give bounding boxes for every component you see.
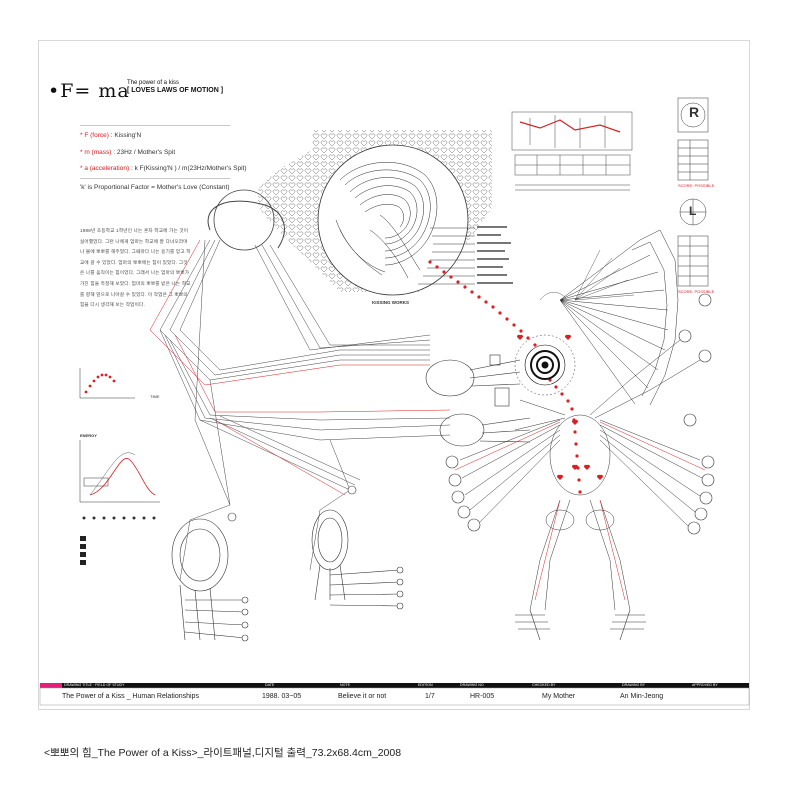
score-left-label: SCORE: POSSIBLE — [678, 289, 715, 294]
score-right-label: SCORE: POSSIBLE — [678, 183, 715, 188]
divider — [80, 178, 230, 179]
header-drawing-no: DRAWING NO — [460, 683, 484, 687]
header-title: DRAWING TITLE · FIELD OF STUDY — [64, 683, 125, 687]
title-formula: •F= ma — [48, 80, 130, 102]
face-contour-lines — [335, 162, 438, 279]
left-figure — [159, 189, 451, 581]
header-edition: EDITION — [418, 683, 433, 687]
header-drawing-by: DRAWING BY — [622, 683, 646, 687]
value-drawing-by: An Min-Jeong — [620, 693, 664, 700]
formula-mass: * m (mass) : 23Hz / Mother's Spit — [80, 149, 176, 156]
header-note: NOTE — [340, 683, 350, 687]
heart-markers — [516, 334, 604, 480]
story-text: 1988년 초등학교 1학년인 나는 혼자 학교에 가는 것이 싫어했었다. 그… — [80, 228, 191, 308]
mini-graph-axes — [79, 368, 160, 503]
kiss-trajectory — [428, 260, 582, 494]
right-chart-letter: R — [689, 104, 700, 120]
header-approved-by: APPROVED BY — [692, 683, 718, 687]
value-drawing-no: HR-005 — [470, 693, 495, 700]
left-chart-letter: L — [689, 204, 697, 218]
left-score-chart — [677, 198, 709, 287]
walking-people-icons — [82, 516, 156, 520]
left-feet-pads — [227, 485, 404, 642]
route-map — [511, 111, 633, 191]
value-edition: 1/7 — [425, 693, 435, 700]
left-feet — [171, 509, 401, 641]
time-axis-label: TIME — [150, 394, 160, 399]
value-note: Believe it or not — [338, 693, 387, 700]
footer-table — [39, 683, 750, 706]
center-hands — [425, 354, 531, 447]
kissing-works-label: KISSING WORKS — [372, 300, 410, 305]
right-feet — [515, 609, 646, 641]
drawing-info-table: DRAWING TITLE · FIELD OF STUDY DATE NOTE… — [40, 683, 749, 707]
proportional-note: 'k' is Proportional Factor = Mother's Lo… — [80, 184, 230, 191]
formula-acceleration: * a (acceleration) : k F(Kissing'N ) / m… — [80, 165, 247, 172]
leader-lines — [418, 227, 475, 285]
value-checked-by: My Mother — [542, 693, 576, 700]
kissing-works-circle — [317, 144, 469, 296]
header-checked-by: CHECKED BY — [532, 683, 556, 687]
mini-graph-dots — [84, 373, 116, 394]
artwork-caption: <뽀뽀의 힘_The Power of a Kiss>_라이트패널,디지털 출력… — [44, 747, 402, 759]
left-figure-red-lines — [149, 239, 451, 496]
formula-force: * F (force) : Kissing'N — [80, 132, 142, 139]
value-date: 1988. 03~05 — [262, 693, 302, 700]
header-date: DATE — [265, 683, 275, 687]
legend-icons — [80, 536, 86, 565]
fan-rays — [559, 229, 679, 406]
value-title: The Power of a Kiss _ Human Relationship… — [62, 693, 199, 700]
right-score-chart — [677, 97, 709, 181]
target-icon — [514, 334, 576, 396]
title-subtitle: The power of a kiss [ LOVES LAWS OF MOTI… — [127, 80, 224, 94]
energy-label: ENERGY — [80, 433, 97, 438]
right-figure — [459, 339, 703, 611]
right-figure-red — [454, 421, 706, 601]
divider — [80, 125, 230, 126]
leader-label-bars — [477, 226, 513, 284]
wing-rays — [539, 249, 635, 301]
right-hands — [445, 293, 715, 535]
